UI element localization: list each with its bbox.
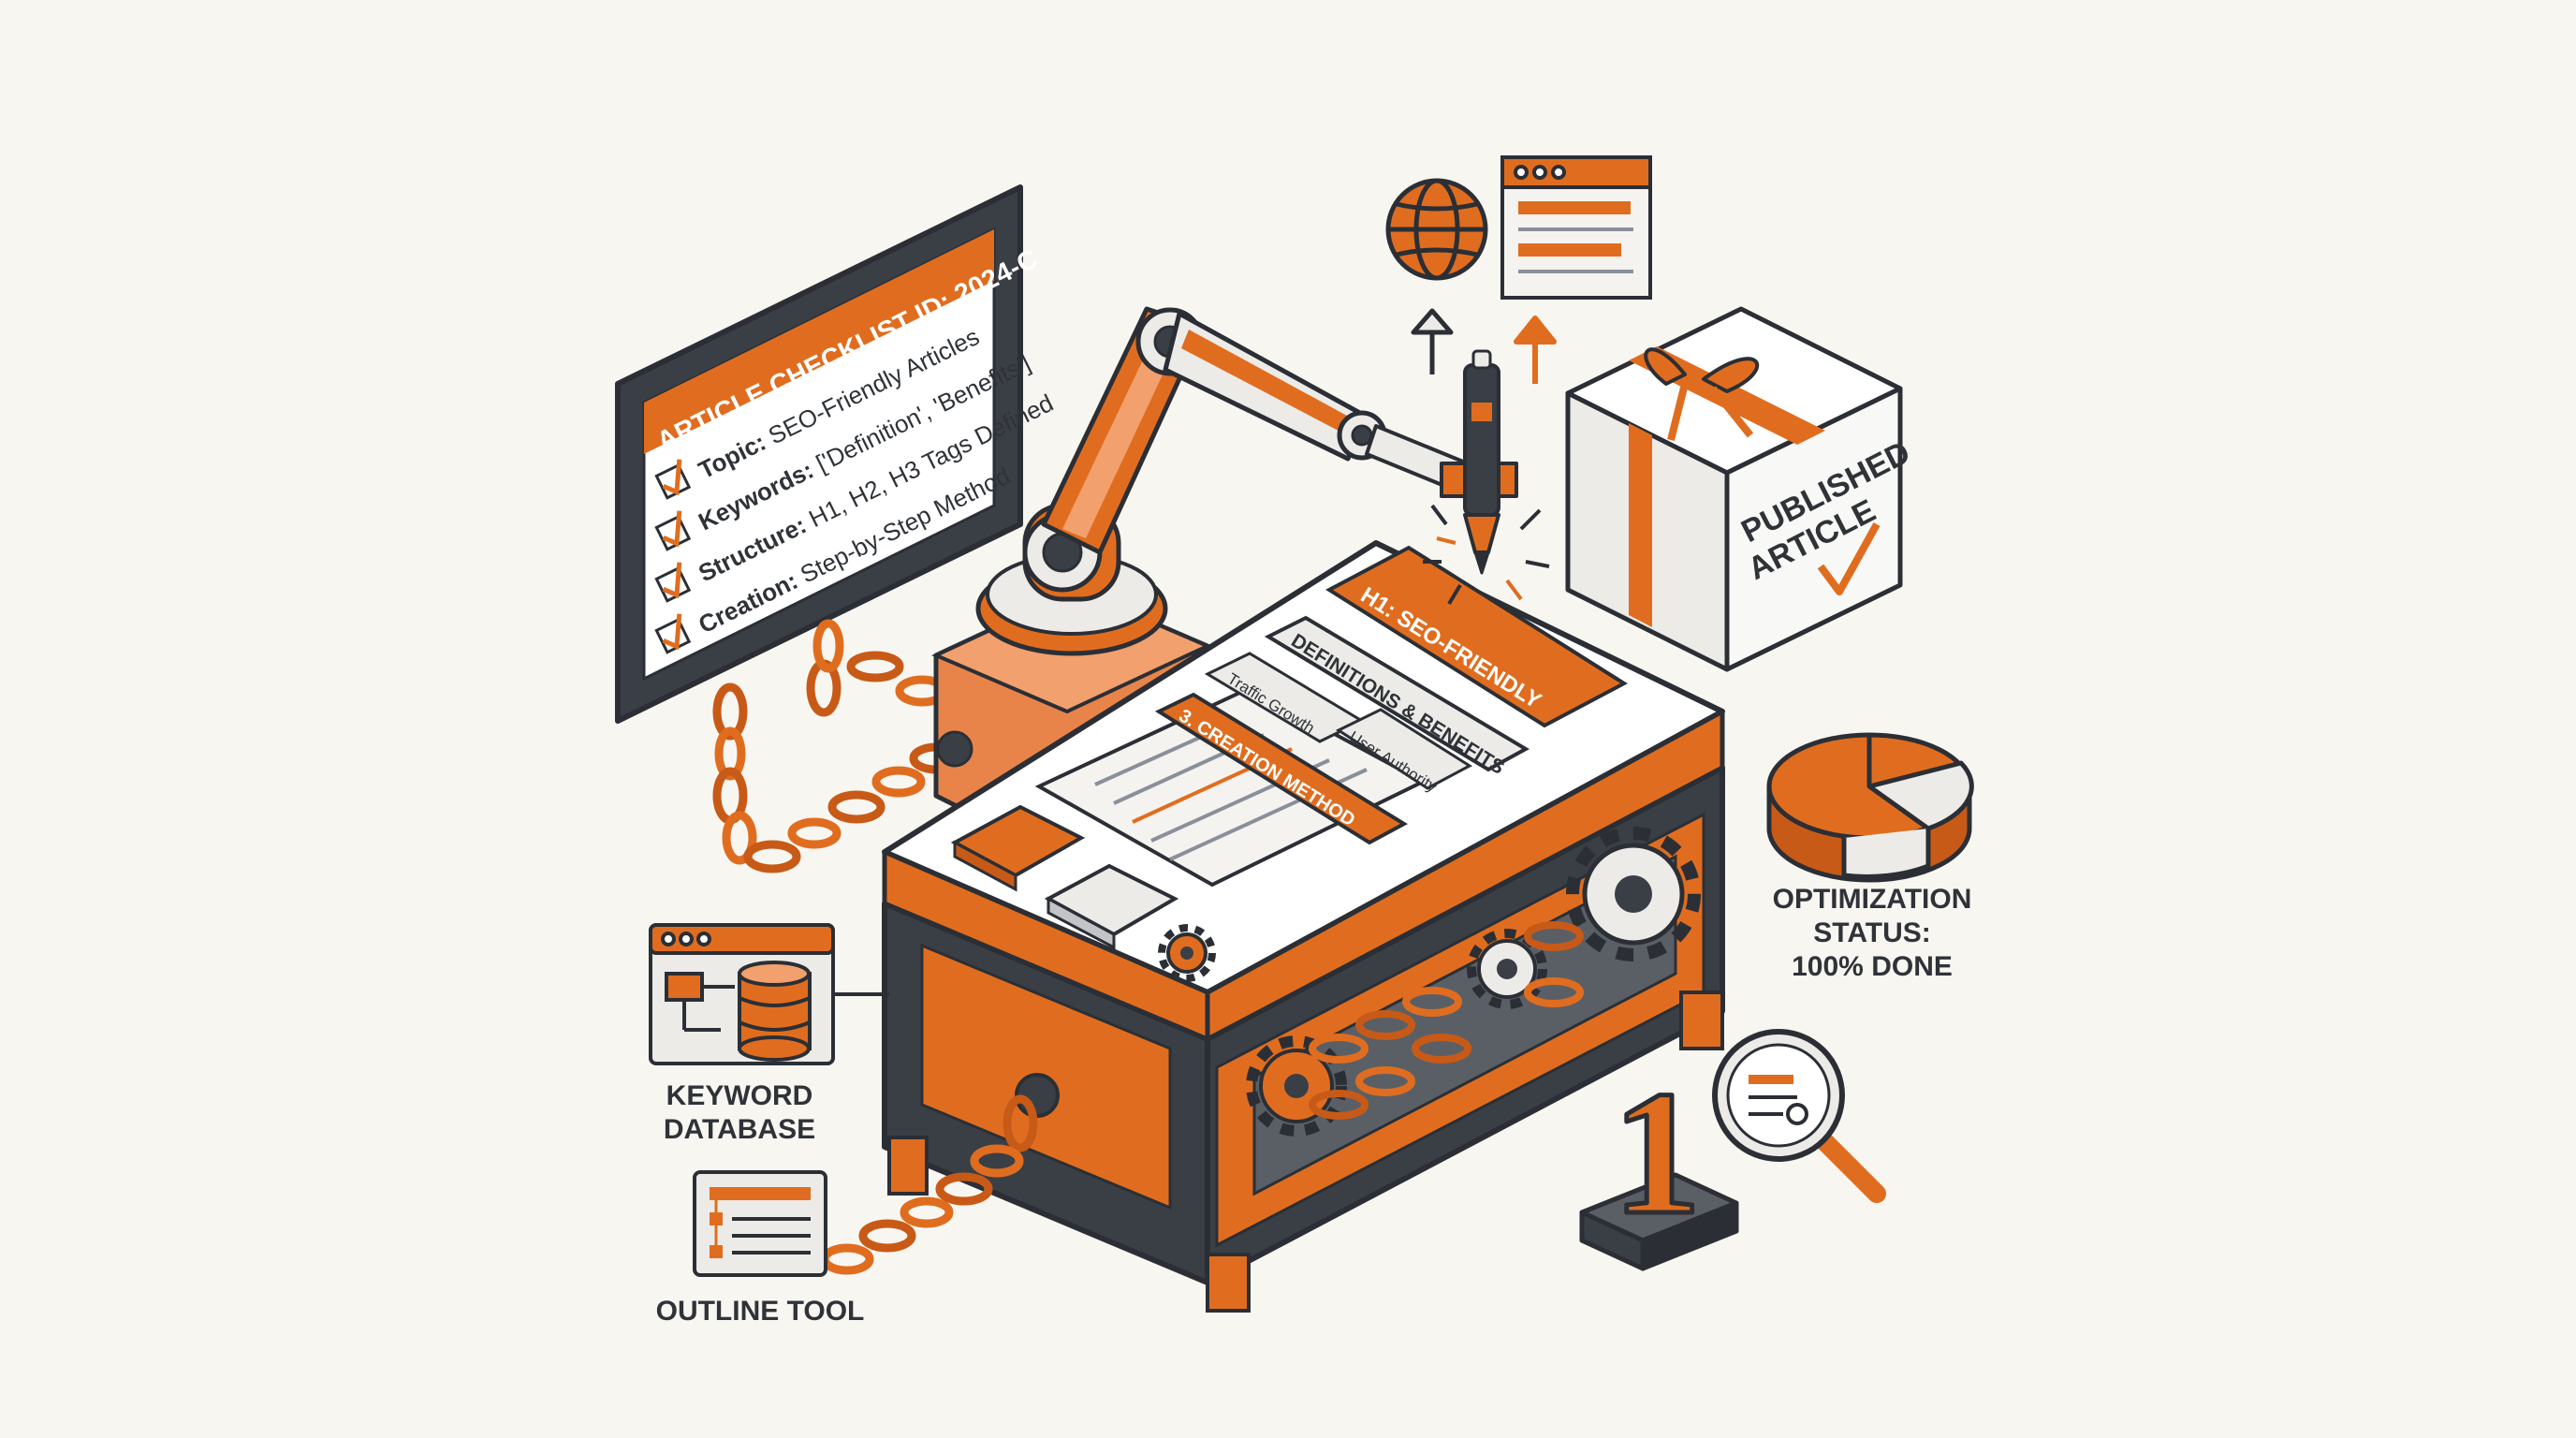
gift-box-icon: PUBLISHED ARTICLE [1565, 306, 1916, 672]
pie-chart-icon [1766, 732, 1974, 883]
optimization-status-label: OPTIMIZATION STATUS: 100% DONE [1773, 884, 1972, 982]
gear-icon [1158, 924, 1216, 982]
keyword-database-tool [649, 923, 889, 1065]
browser-window-icon [1500, 155, 1652, 300]
desk-button-orange [950, 804, 1086, 892]
gear-icon [1566, 827, 1701, 961]
svg-text:STATUS:: STATUS: [1813, 917, 1931, 948]
outline-tool [693, 1170, 827, 1277]
rank-one-trophy: 1 [1579, 1053, 1739, 1271]
keyword-label-1: KEYWORD [666, 1080, 813, 1111]
database-icon [738, 961, 812, 1062]
magnifier-icon [1712, 1029, 1886, 1203]
svg-text:100% DONE: 100% DONE [1792, 951, 1953, 982]
chain-icon [712, 619, 963, 873]
gear-icon [1467, 929, 1547, 1009]
outline-tool-label: OUTLINE TOOL [656, 1296, 865, 1327]
desk-button-grey [1044, 863, 1179, 950]
up-arrow-icon [1411, 308, 1454, 374]
robot-arm-icon [975, 306, 1518, 656]
rank-number: 1 [1613, 1055, 1702, 1252]
checklist-monitor: ARTICLE CHECKLIST ID: 2024-C Topic: SEO-… [615, 184, 1058, 724]
up-arrow-icon [1514, 315, 1557, 384]
pen-icon [1423, 349, 1550, 606]
keyword-label-2: DATABASE [664, 1114, 815, 1145]
globe-icon [1385, 178, 1488, 281]
svg-text:OPTIMIZATION: OPTIMIZATION [1773, 884, 1972, 915]
chain-icon [1309, 921, 1584, 1120]
